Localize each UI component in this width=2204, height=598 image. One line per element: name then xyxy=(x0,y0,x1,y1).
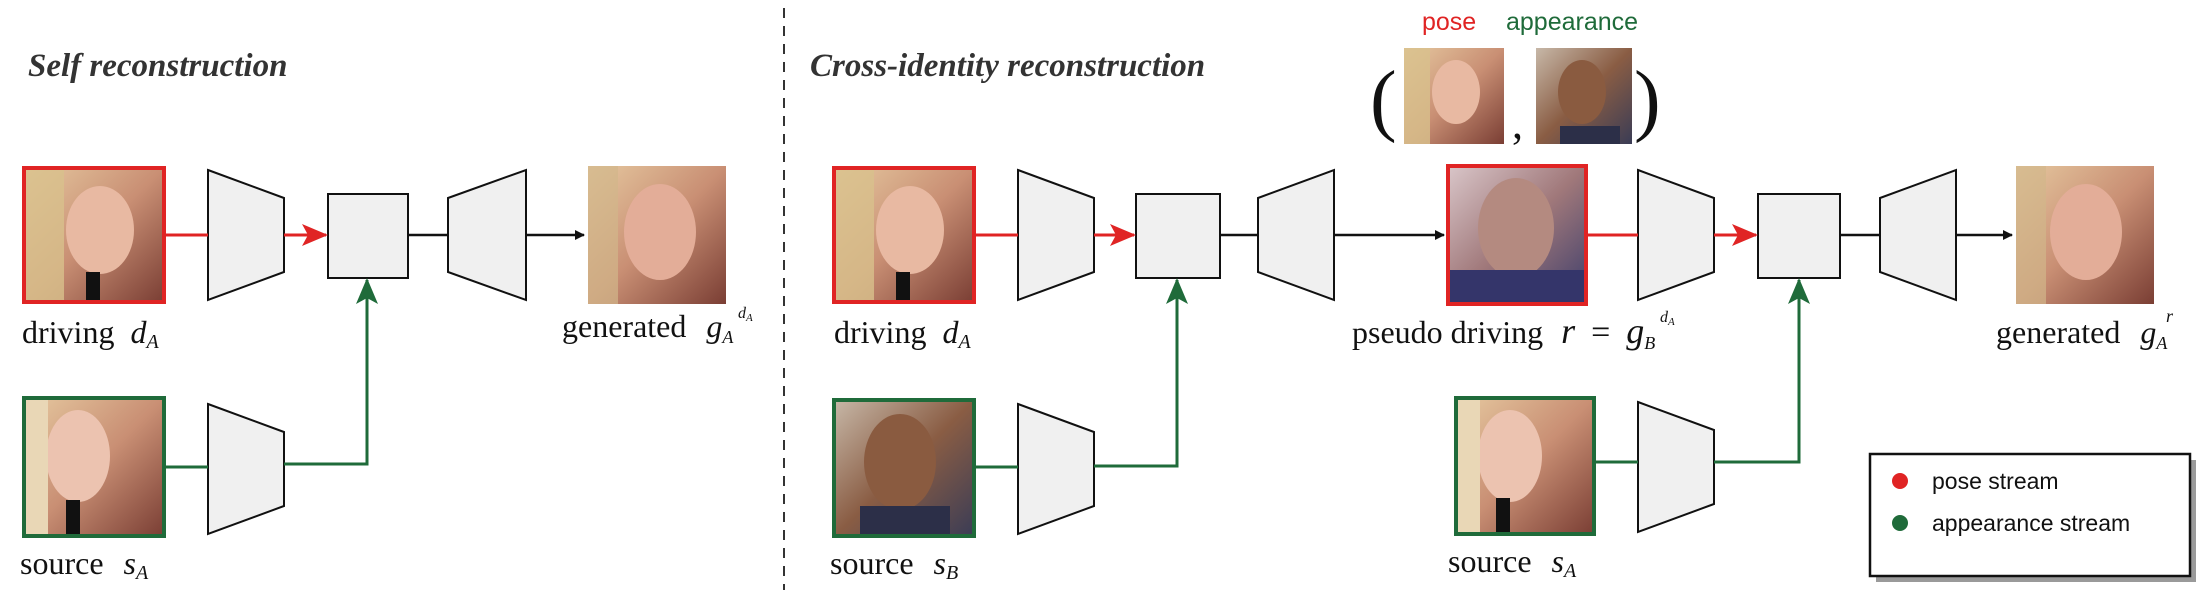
cross-pose-encoder-2 xyxy=(1637,168,1715,302)
cross-generated-superscript: r xyxy=(2166,306,2174,326)
self-appearance-encoder xyxy=(207,402,285,536)
cross-appearance-encoder-1 xyxy=(1017,402,1095,536)
legend: pose stream appearance stream xyxy=(1868,452,2196,582)
cross-fusion-block-2 xyxy=(1757,193,1841,279)
header-close-paren: ) xyxy=(1634,56,1661,144)
cross-generated-label: generated gA xyxy=(1996,314,2168,353)
header-pose-label: pose xyxy=(1422,8,1476,36)
header-comma: , xyxy=(1512,99,1523,148)
pseudo-driving-superscript: dA xyxy=(1660,309,1675,328)
cross-appearance-arrow-1 xyxy=(1094,278,1188,468)
pseudo-driving-label: pseudo driving r = gB xyxy=(1352,311,1655,353)
legend-pose-label: pose stream xyxy=(1932,468,2059,494)
cross-decoder-1 xyxy=(1257,168,1335,302)
legend-pose-dot xyxy=(1892,473,1908,489)
cross-source-b-label: source sB xyxy=(830,545,958,584)
self-generated-image xyxy=(588,166,726,304)
self-generated-superscript: dA xyxy=(738,305,753,324)
self-source-image xyxy=(22,396,166,538)
cross-driving-image xyxy=(832,166,976,304)
legend-appearance-dot xyxy=(1892,515,1908,531)
self-source-label: source sA xyxy=(20,545,149,584)
self-pose-encoder xyxy=(207,168,285,302)
header-appearance-label: appearance xyxy=(1506,8,1638,36)
legend-appearance-label: appearance stream xyxy=(1932,510,2130,536)
header-pose-thumbnail xyxy=(1404,48,1504,144)
self-generated-label: generated gA xyxy=(562,308,734,347)
cross-appearance-encoder-2 xyxy=(1637,400,1715,534)
pseudo-driving-image xyxy=(1446,164,1588,306)
cross-pose-encoder-1 xyxy=(1017,168,1095,302)
cross-reconstruction-title: Cross-identity reconstruction xyxy=(810,48,1205,84)
cross-source-a-image xyxy=(1454,396,1596,536)
self-driving-label: driving dA xyxy=(22,314,159,353)
cross-appearance-arrow-2 xyxy=(1714,278,1810,464)
cross-source-a-label: source sA xyxy=(1448,543,1577,582)
self-fusion-block xyxy=(327,193,409,279)
cross-generated-image xyxy=(2016,166,2154,304)
cross-decoder-2 xyxy=(1879,168,1957,302)
self-appearance-arrow xyxy=(284,278,378,466)
self-reconstruction-title: Self reconstruction xyxy=(28,48,287,84)
cross-fusion-block-1 xyxy=(1135,193,1221,279)
self-decoder xyxy=(447,168,527,302)
cross-source-b-image xyxy=(832,398,976,538)
self-driving-image xyxy=(22,166,166,304)
header-open-paren: ( xyxy=(1370,56,1397,144)
cross-driving-label: driving dA xyxy=(834,314,971,353)
header-appearance-thumbnail xyxy=(1536,48,1632,144)
